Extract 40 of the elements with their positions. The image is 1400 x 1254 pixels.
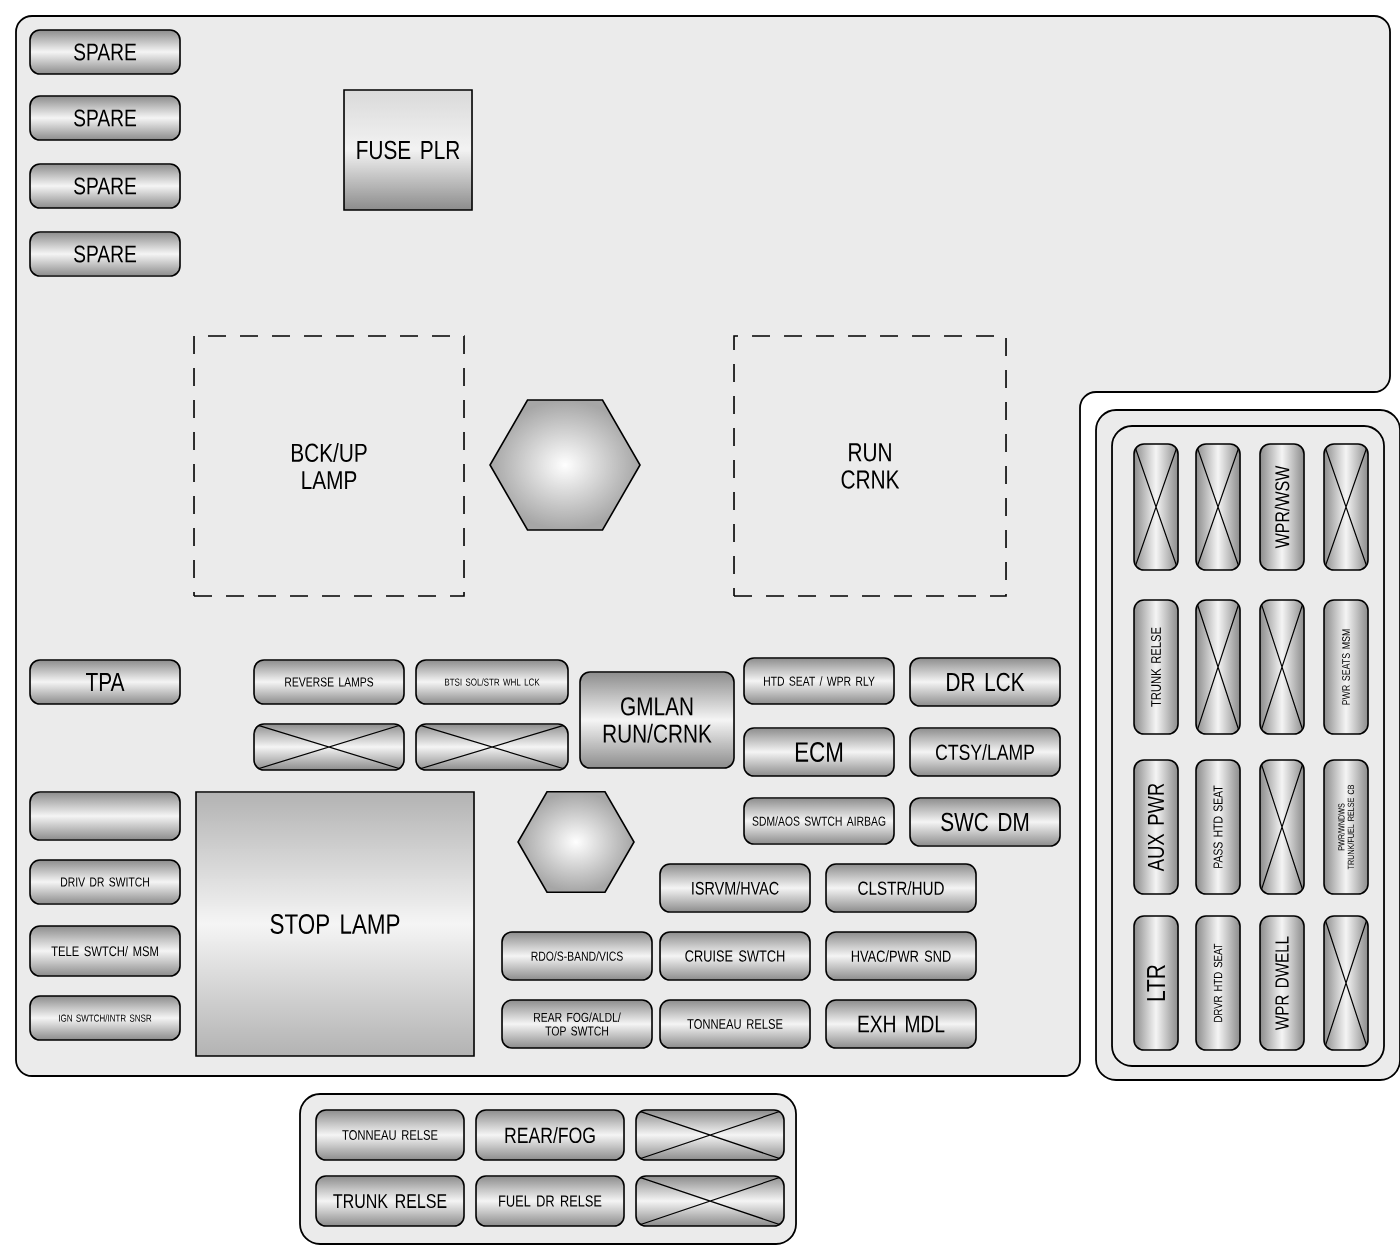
relay: STOP LAMP	[195, 791, 475, 1057]
fuse	[29, 791, 181, 841]
fuse: LTR	[1133, 915, 1179, 1051]
fuse: GMLAN RUN/CRNK	[579, 671, 735, 769]
fuse: FUEL DR RELSE	[475, 1175, 625, 1227]
fuse: ECM	[743, 727, 895, 777]
fuse: SPARE	[29, 163, 181, 209]
empty-fuse-slot	[1323, 915, 1369, 1051]
fuse: CTSY/LAMP	[909, 727, 1061, 777]
empty-fuse-slot	[1323, 443, 1369, 571]
fuse: WPR/WSW	[1259, 443, 1305, 571]
fuse: EXH MDL	[825, 999, 977, 1049]
fuse: CRUISE SWTCH	[659, 931, 811, 981]
hexagon-stud	[489, 399, 641, 531]
empty-fuse-slot	[635, 1175, 785, 1227]
empty-fuse-slot	[1195, 443, 1241, 571]
fuse: WPR DWELL	[1259, 915, 1305, 1051]
fuse: ISRVM/HVAC	[659, 863, 811, 913]
empty-fuse-slot	[1195, 599, 1241, 735]
fuse: TPA	[29, 659, 181, 705]
relay: FUSE PLR	[343, 89, 473, 211]
fuse: REAR/FOG	[475, 1109, 625, 1161]
fuse: SPARE	[29, 29, 181, 75]
empty-fuse-slot	[1133, 443, 1179, 571]
fuse: TRUNK RELSE	[315, 1175, 465, 1227]
fuse: DR LCK	[909, 657, 1061, 707]
fuse: SPARE	[29, 231, 181, 277]
fuse: HVAC/PWR SND	[825, 931, 977, 981]
fuse: SWC DM	[909, 797, 1061, 847]
empty-fuse-slot	[253, 723, 405, 771]
relay-outline: BCK/UP LAMP	[193, 335, 465, 597]
empty-fuse-slot	[635, 1109, 785, 1161]
fuse: SPARE	[29, 95, 181, 141]
empty-fuse-slot	[415, 723, 569, 771]
fuse: CLSTR/HUD	[825, 863, 977, 913]
empty-fuse-slot	[1259, 599, 1305, 735]
empty-fuse-slot	[1259, 759, 1305, 895]
hexagon-stud	[517, 791, 635, 894]
fuse: AUX PWR	[1133, 759, 1179, 895]
relay-outline: RUN CRNK	[733, 335, 1007, 597]
